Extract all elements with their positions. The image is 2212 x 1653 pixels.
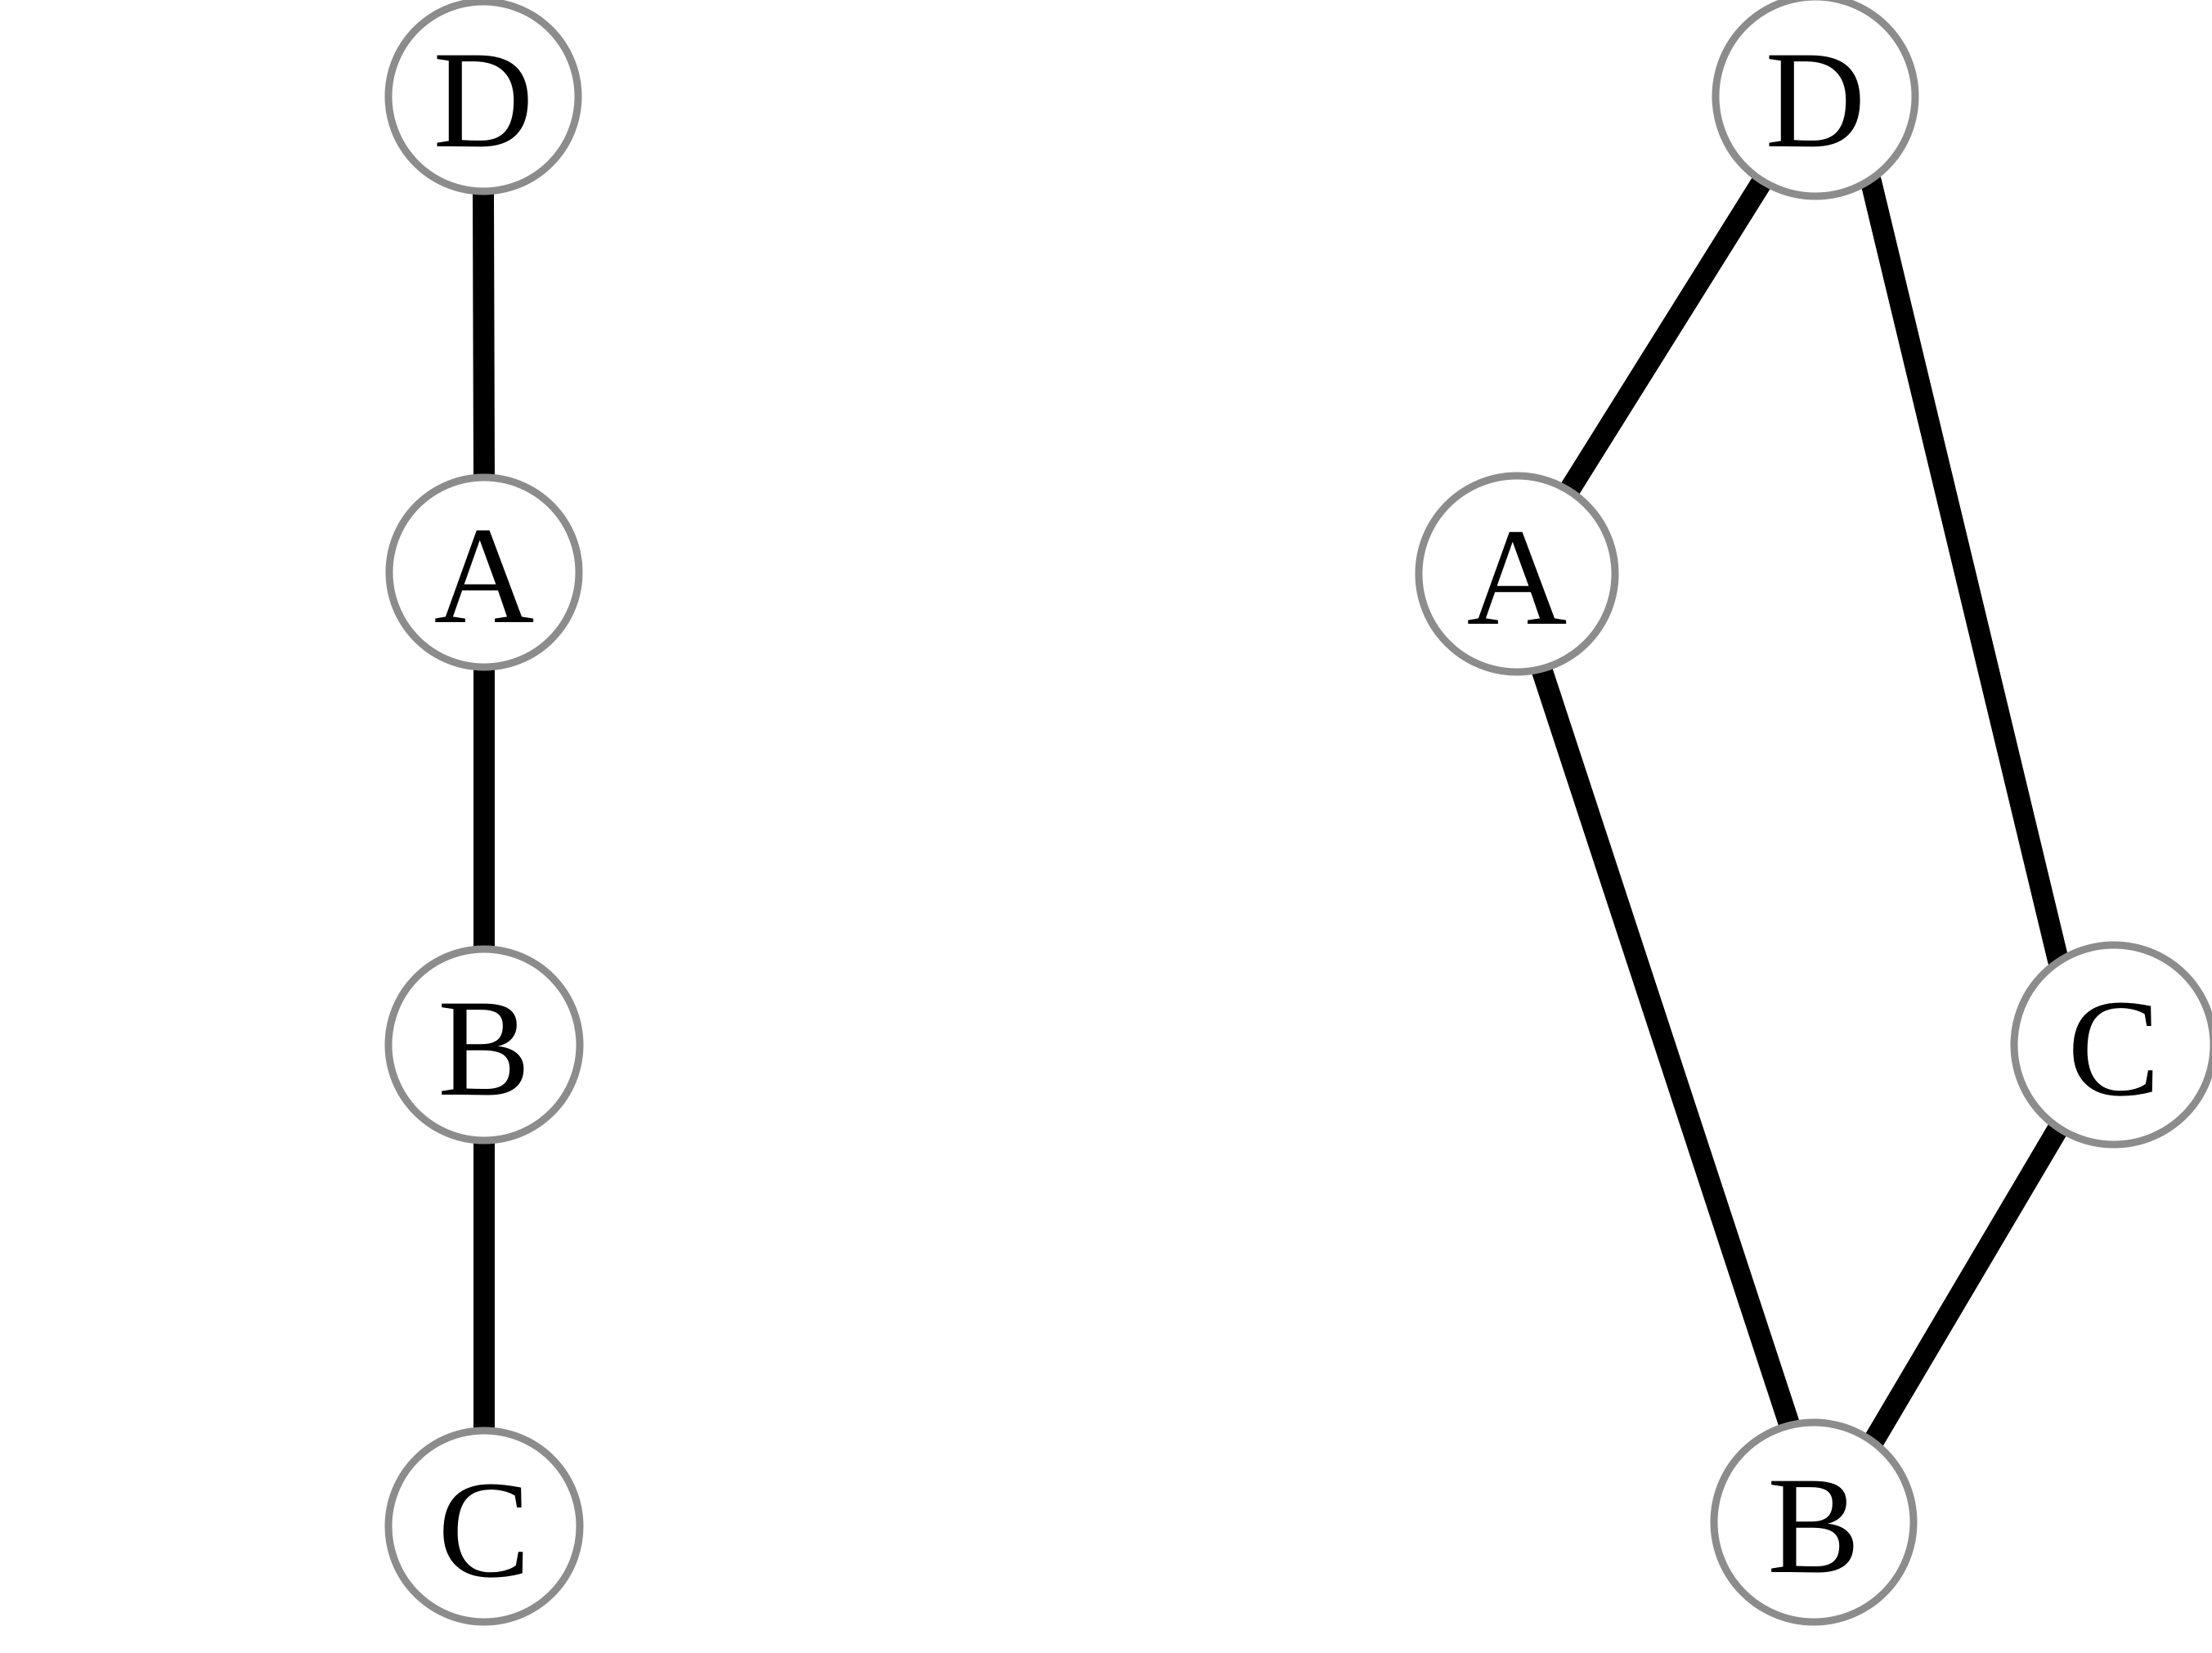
graph-node-c[interactable]: C [2010, 941, 2212, 1149]
node-circle-d [384, 0, 582, 195]
nodes-layer: D A B C D A C B [384, 0, 2212, 1626]
graph-node-b[interactable]: B [384, 945, 584, 1145]
graph-edge-a-b [1531, 658, 1800, 1435]
node-label-d: D [433, 23, 534, 177]
node-circle-a [385, 473, 583, 671]
node-circle-c [384, 1427, 584, 1626]
graph-edge-d-a [473, 181, 495, 488]
graph-node-a[interactable]: A [1415, 472, 1619, 676]
graph-node-d[interactable]: D [1712, 0, 1919, 200]
graph-edge-d-a [1559, 171, 1773, 499]
cycle-graph-edges [1531, 171, 2069, 1456]
graph-node-d[interactable]: D [384, 0, 582, 195]
graph-edge-d-c [1860, 171, 2069, 971]
node-label-d: D [1766, 23, 1866, 177]
cycle-graph-nodes: D A C B [1415, 0, 2212, 1626]
node-label-b: B [1767, 1449, 1860, 1602]
graph-node-c[interactable]: C [384, 1427, 584, 1626]
node-label-a: A [434, 499, 535, 652]
node-circle-d [1712, 0, 1919, 200]
node-label-b: B [437, 971, 530, 1125]
path-graph-edges [473, 181, 495, 1441]
node-label-c: C [437, 1453, 530, 1606]
node-label-a: A [1467, 500, 1568, 654]
node-circle-b [384, 945, 584, 1145]
graph-node-b[interactable]: B [1710, 1418, 1918, 1626]
graph-node-a[interactable]: A [385, 473, 583, 671]
node-circle-c [2010, 941, 2212, 1149]
edges-layer [473, 171, 2069, 1456]
graph-edge-b-c [1860, 1119, 2068, 1456]
node-circle-b [1710, 1418, 1918, 1626]
node-circle-a [1415, 472, 1619, 676]
path-graph-nodes: D A B C [384, 0, 584, 1626]
node-label-c: C [2067, 971, 2160, 1125]
